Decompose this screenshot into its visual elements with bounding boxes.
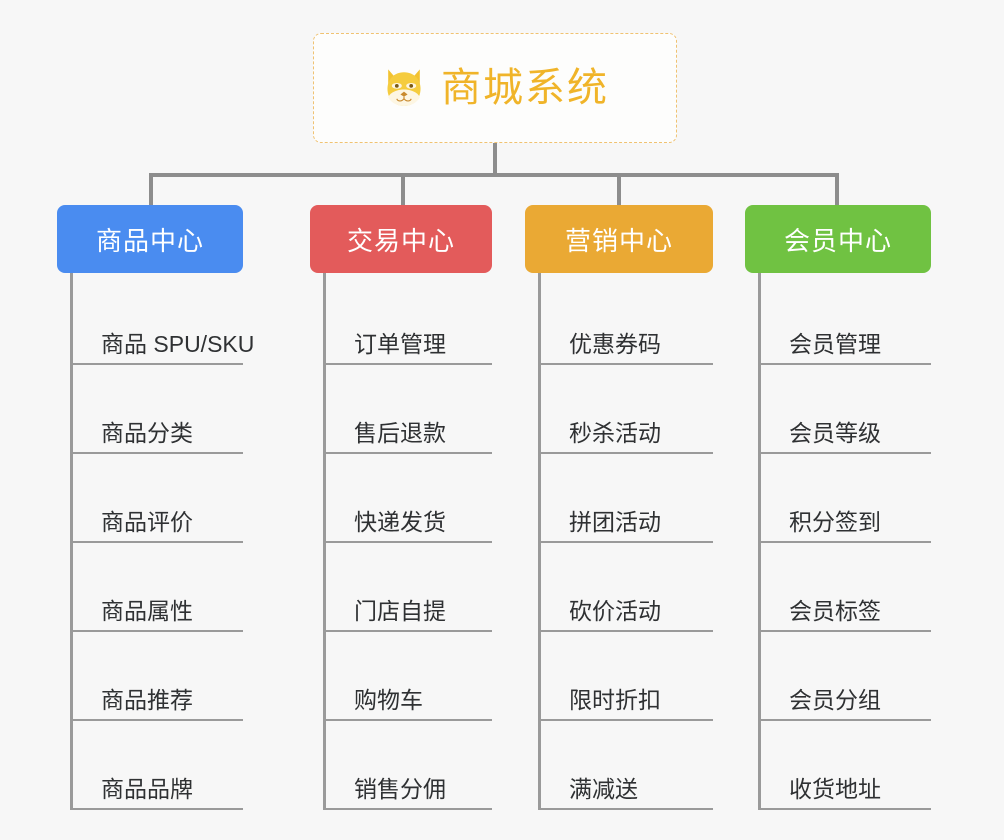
branch-trade-center: 交易中心 订单管理 售后退款 快递发货 门店自提 购物车 销售分佣 <box>310 205 492 810</box>
leaf-label: 售后退款 <box>354 420 446 446</box>
leaf-item[interactable]: 秒杀活动 <box>541 365 713 454</box>
leaf-label: 商品评价 <box>101 509 193 535</box>
leaf-item[interactable]: 砍价活动 <box>541 543 713 632</box>
branch-marketing-center: 营销中心 优惠券码 秒杀活动 拼团活动 砍价活动 限时折扣 满减送 <box>525 205 713 810</box>
leaf-item[interactable]: 收货地址 <box>761 721 931 810</box>
branch-label-2: 交易中心 <box>346 225 455 256</box>
leaf-item[interactable]: 销售分佣 <box>326 721 492 810</box>
root-title: 商城系统 <box>441 66 609 110</box>
leaf-item[interactable]: 商品属性 <box>73 543 243 632</box>
leaf-label: 订单管理 <box>354 331 446 357</box>
leaf-item[interactable]: 优惠券码 <box>541 273 713 365</box>
connector-root-stem <box>493 143 497 175</box>
leaf-item[interactable]: 售后退款 <box>326 365 492 454</box>
branch-header-2[interactable]: 交易中心 <box>310 205 492 273</box>
leaf-label: 拼团活动 <box>569 509 661 535</box>
leaf-item[interactable]: 满减送 <box>541 721 713 810</box>
connector-horizontal-bus <box>149 173 837 177</box>
leaf-label: 限时折扣 <box>569 687 661 713</box>
leaf-item[interactable]: 会员标签 <box>761 543 931 632</box>
connector-drop-4 <box>835 173 839 205</box>
leaf-item[interactable]: 快递发货 <box>326 454 492 543</box>
shiba-dog-face-icon <box>387 69 421 106</box>
branch-header-4[interactable]: 会员中心 <box>745 205 931 273</box>
leaf-label: 购物车 <box>354 687 423 713</box>
leaf-item[interactable]: 拼团活动 <box>541 454 713 543</box>
leaf-item[interactable]: 商品 SPU/SKU <box>73 273 254 365</box>
leaf-list-4: 会员管理 会员等级 积分签到 会员标签 会员分组 收货地址 <box>758 273 931 810</box>
branch-label-3: 营销中心 <box>564 225 673 256</box>
branch-header-1[interactable]: 商品中心 <box>57 205 243 273</box>
branch-member-center: 会员中心 会员管理 会员等级 积分签到 会员标签 会员分组 收货地址 <box>745 205 931 810</box>
leaf-label: 优惠券码 <box>569 331 661 357</box>
leaf-label: 快递发货 <box>354 509 446 535</box>
leaf-item[interactable]: 会员管理 <box>761 273 931 365</box>
leaf-label: 商品 SPU/SKU <box>101 331 255 357</box>
leaf-label: 销售分佣 <box>354 776 446 802</box>
branch-label-4: 会员中心 <box>783 225 892 256</box>
leaf-item[interactable]: 会员等级 <box>761 365 931 454</box>
leaf-label: 商品推荐 <box>101 687 193 713</box>
branch-product-center: 商品中心 商品 SPU/SKU 商品分类 商品评价 商品属性 商品推荐 商品品牌 <box>57 205 254 810</box>
leaf-label: 商品品牌 <box>101 776 193 802</box>
leaf-label: 会员管理 <box>789 331 881 357</box>
leaf-item[interactable]: 购物车 <box>326 632 492 721</box>
leaf-item[interactable]: 商品推荐 <box>73 632 243 721</box>
leaf-item[interactable]: 会员分组 <box>761 632 931 721</box>
connector-drop-2 <box>401 173 405 205</box>
leaf-item[interactable]: 门店自提 <box>326 543 492 632</box>
leaf-label: 会员标签 <box>789 598 881 624</box>
leaf-label: 会员分组 <box>789 687 881 713</box>
connector-drop-1 <box>149 173 153 205</box>
branch-header-3[interactable]: 营销中心 <box>525 205 713 273</box>
leaf-item[interactable]: 积分签到 <box>761 454 931 543</box>
leaf-item[interactable]: 商品评价 <box>73 454 243 543</box>
leaf-label: 秒杀活动 <box>569 420 661 446</box>
leaf-item[interactable]: 商品品牌 <box>73 721 243 810</box>
leaf-label: 商品分类 <box>101 420 193 446</box>
leaf-label: 门店自提 <box>354 598 446 624</box>
connector-drop-3 <box>617 173 621 205</box>
leaf-item[interactable]: 限时折扣 <box>541 632 713 721</box>
leaf-list-2: 订单管理 售后退款 快递发货 门店自提 购物车 销售分佣 <box>323 273 492 810</box>
leaf-item[interactable]: 商品分类 <box>73 365 243 454</box>
leaf-label: 收货地址 <box>789 776 881 802</box>
leaf-list-3: 优惠券码 秒杀活动 拼团活动 砍价活动 限时折扣 满减送 <box>538 273 713 810</box>
leaf-label: 满减送 <box>569 776 638 802</box>
branch-label-1: 商品中心 <box>95 225 204 256</box>
leaf-item[interactable]: 订单管理 <box>326 273 492 365</box>
leaf-list-1: 商品 SPU/SKU 商品分类 商品评价 商品属性 商品推荐 商品品牌 <box>70 273 254 810</box>
leaf-label: 砍价活动 <box>569 598 661 624</box>
leaf-label: 商品属性 <box>101 598 193 624</box>
leaf-label: 积分签到 <box>789 509 881 535</box>
leaf-label: 会员等级 <box>789 420 881 446</box>
root-node[interactable]: 商城系统 <box>313 33 677 143</box>
